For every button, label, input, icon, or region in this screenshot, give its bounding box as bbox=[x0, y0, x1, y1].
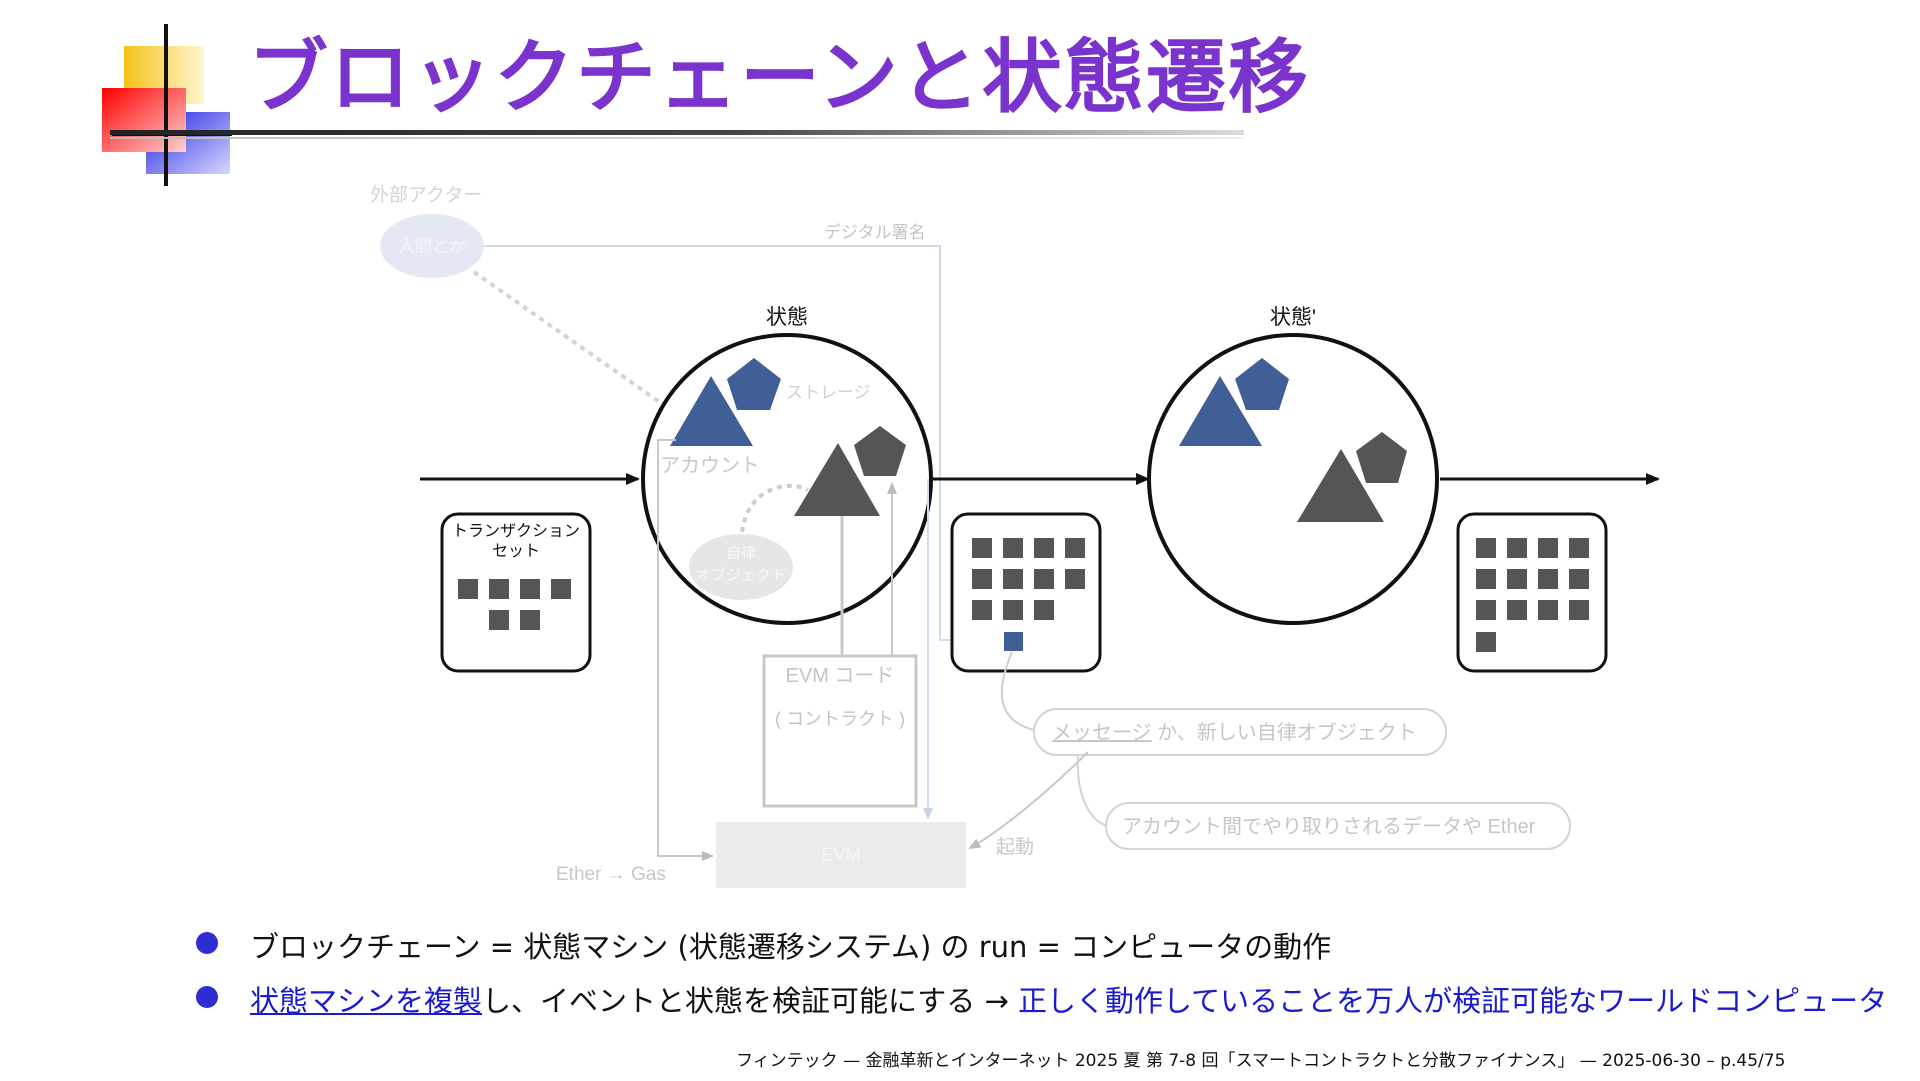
bullet-item-2: 状態マシンを複製し、イベントと状態を検証可能にする → 正しく動作していることを… bbox=[196, 974, 1916, 1028]
bullet-list: ブロックチェーン = 状態マシン (状態遷移システム) の run = コンピュ… bbox=[196, 920, 1916, 1028]
state-label: 状態 bbox=[766, 306, 808, 329]
title-underline bbox=[110, 130, 1244, 135]
launch-label: 起動 bbox=[996, 836, 1034, 858]
state-blue-pentagon bbox=[727, 358, 781, 410]
digital-signature-label: デジタル署名 bbox=[824, 222, 926, 242]
transaction-set-box-2 bbox=[950, 512, 1102, 673]
state-prime-gray-pentagon bbox=[1356, 432, 1407, 483]
evm-code-label-2: ( コントラクト ) bbox=[775, 709, 905, 729]
transaction-set-box bbox=[440, 512, 592, 673]
message-callout-line bbox=[1000, 651, 1035, 731]
data-callout-text: アカウント間でやり取りされるデータや Ether bbox=[1122, 815, 1536, 838]
transaction-squares bbox=[458, 579, 571, 630]
transaction-squares-3 bbox=[1476, 538, 1589, 652]
account-to-evm-line bbox=[657, 439, 714, 861]
message-rest: か、新しい自律オブジェクト bbox=[1152, 720, 1417, 744]
bullet-text-2: 状態マシンを複製し、イベントと状態を検証可能にする → 正しく動作していることを… bbox=[250, 974, 1887, 1028]
state-prime-gray-triangle bbox=[1297, 449, 1384, 522]
state-prime-label: 状態' bbox=[1270, 306, 1316, 329]
autonomous-object-label-2: オブジェクト bbox=[696, 566, 786, 584]
world-computer-text: 正しく動作していることを万人が検証可能なワールドコンピュータ bbox=[1018, 984, 1888, 1018]
title-underline-shadow bbox=[110, 137, 1244, 139]
transaction-squares-2 bbox=[972, 538, 1085, 620]
external-actor-label: 外部アクター bbox=[370, 184, 482, 206]
message-word: メッセージ bbox=[1052, 722, 1152, 744]
human-to-account-dotted bbox=[472, 270, 670, 410]
transaction-set-label-1: トランザクション bbox=[452, 522, 580, 540]
logo-red-square bbox=[102, 88, 186, 152]
bullet-dot bbox=[196, 986, 218, 1008]
state-blue-triangle bbox=[670, 376, 753, 446]
human-label: 人間とか bbox=[398, 237, 466, 256]
transaction-set-label-2: セット bbox=[492, 543, 540, 560]
data-callout bbox=[1105, 802, 1571, 850]
message-callout bbox=[1033, 708, 1447, 756]
evm-box bbox=[716, 822, 966, 888]
state-prime-blue-pentagon bbox=[1235, 358, 1289, 410]
evm-code-box bbox=[762, 654, 918, 808]
storage-label: ストレージ bbox=[786, 383, 871, 402]
slide-footer: フィンテック — 金融革新とインターネット 2025 夏 第 7-8 回「スマー… bbox=[736, 1051, 1786, 1071]
bullet-item-1: ブロックチェーン = 状態マシン (状態遷移システム) の run = コンピュ… bbox=[196, 920, 1916, 974]
bullet-text-1: ブロックチェーン = 状態マシン (状態遷移システム) の run = コンピュ… bbox=[250, 930, 1332, 964]
evm-label: EVM bbox=[821, 845, 860, 865]
page-title: ブロックチェーンと状態遷移 bbox=[248, 31, 1310, 124]
data-callout-line bbox=[1076, 755, 1109, 827]
launch-arrow bbox=[968, 751, 1089, 849]
message-callout-text: メッセージ か、新しい自律オブジェクト bbox=[1052, 720, 1417, 744]
human-node bbox=[380, 214, 484, 278]
autonomous-object-node bbox=[689, 534, 793, 600]
bullet-dot bbox=[196, 932, 218, 954]
state-prime-blue-triangle bbox=[1179, 376, 1262, 446]
state-gray-triangle bbox=[794, 443, 880, 516]
state-gray-pentagon bbox=[854, 426, 906, 476]
bullet-text-2-mid: し、イベントと状態を検証可能にする → bbox=[482, 984, 1019, 1018]
autonomous-object-dotted-arc bbox=[740, 483, 809, 533]
evm-code-label-1: EVM コード bbox=[786, 665, 895, 687]
state-machine-replication-link[interactable]: 状態マシンを複製 bbox=[250, 984, 483, 1018]
account-label: アカウント bbox=[660, 455, 760, 477]
autonomous-object-label-1: 自律 bbox=[726, 545, 756, 562]
state-transition-diagram: 外部アクター 人間とか デジタル署名 状態 ストレージ アカウント 自律 オブジ… bbox=[370, 184, 1660, 888]
ether-gas-label: Ether → Gas bbox=[556, 864, 666, 885]
message-square bbox=[1004, 632, 1023, 651]
